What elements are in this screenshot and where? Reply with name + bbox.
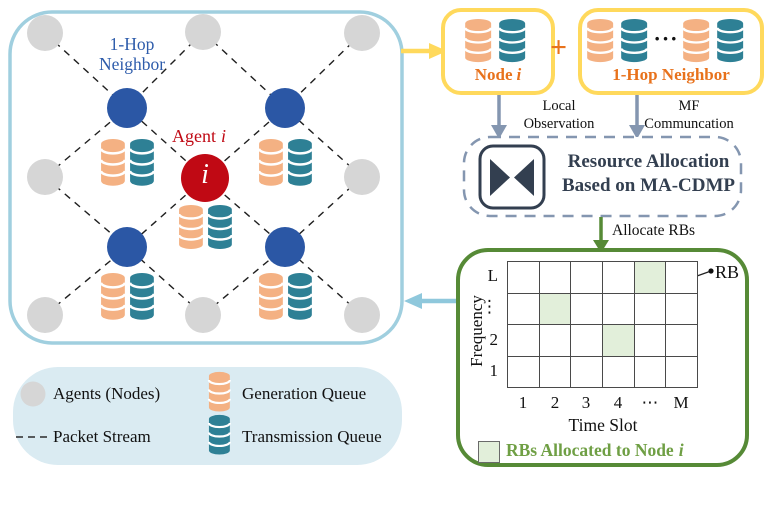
rb-cell — [539, 356, 572, 388]
time-tick-1: 1 — [518, 393, 528, 412]
neighbor-box-ellipsis: ··· — [653, 26, 679, 51]
rb-cell — [508, 325, 540, 357]
legend-transmission-queue-label: Transmission Queue — [242, 427, 382, 446]
local-observation-label: Local Observation — [523, 98, 595, 132]
rb-callout-label: RB — [715, 262, 740, 282]
freq-tick-1: 1 — [489, 361, 499, 380]
rb-cell — [539, 262, 572, 294]
rb-cell — [571, 262, 603, 294]
one-hop-neighbor-box-label: 1-Hop Neighbor — [612, 65, 730, 84]
mf-communication-label: MF Communcation — [644, 98, 734, 132]
rb-cell — [539, 293, 572, 325]
rb-grid — [507, 261, 698, 388]
rb-cell — [571, 325, 603, 357]
freq-tick-2: 2 — [489, 330, 499, 349]
legend-panel — [13, 367, 402, 465]
plus-sign: + — [550, 31, 568, 64]
rb-cell — [634, 262, 667, 294]
ra-box-title-line2: Based on MA-CDMP — [561, 175, 736, 196]
agent-i-label-prefix: Agent — [172, 126, 216, 146]
rb-cell — [602, 325, 635, 357]
ra-box-title-line1: Resource Allocation — [567, 151, 730, 172]
one-hop-neighbor-label: 1-Hop Neighbor — [98, 34, 166, 74]
gray-agent-nodes — [27, 14, 380, 333]
rb-cell — [571, 293, 603, 325]
rb-legend-swatch — [478, 441, 500, 463]
rb-cell — [602, 356, 635, 388]
legend-transmission-queue-icon — [207, 413, 231, 456]
rb-cell — [508, 293, 540, 325]
feedback-arrow — [404, 293, 456, 309]
agent-i-node — [181, 154, 229, 202]
rb-cell — [666, 356, 698, 388]
rb-legend-prefix: RBs Allocated to Node — [506, 440, 674, 460]
time-tick-M: M — [673, 393, 689, 412]
rb-cell — [634, 325, 667, 357]
time-tick-dots: ⋯ — [641, 393, 659, 413]
time-slot-axis-label: Time Slot — [568, 415, 638, 435]
legend-generation-queue-label: Generation Queue — [242, 384, 367, 403]
rb-cell — [634, 356, 667, 388]
legend-agents-label: Agents (Nodes) — [53, 384, 161, 403]
rb-cell — [666, 293, 698, 325]
panel-to-node-arrow — [401, 43, 447, 59]
agent-i-node-symbol: i — [201, 159, 209, 190]
rb-cell — [571, 356, 603, 388]
time-tick-2: 2 — [550, 393, 560, 412]
rb-cell — [602, 262, 635, 294]
allocate-rbs-label: Allocate RBs — [612, 222, 696, 239]
legend-generation-queue-icon — [207, 370, 231, 413]
legend-packet-stream-label: Packet Stream — [53, 427, 151, 446]
legend-agent-circle — [20, 381, 46, 407]
mf-communication-arrow — [629, 95, 645, 139]
ra-model-icon — [478, 144, 546, 210]
neighbor-nodes — [107, 88, 305, 267]
time-tick-3: 3 — [581, 393, 591, 412]
rb-cell — [666, 262, 698, 294]
rb-cell — [634, 293, 667, 325]
rb-cell — [539, 325, 572, 357]
node-box-label-prefix: Node — [474, 65, 513, 84]
rb-cell — [508, 356, 540, 388]
node-box-label-symbol: i — [516, 65, 522, 84]
rb-legend-symbol: i — [678, 440, 684, 460]
rb-cell — [508, 262, 540, 294]
freq-tick-L: L — [487, 266, 498, 285]
rb-cell — [666, 325, 698, 357]
time-tick-4: 4 — [613, 393, 623, 412]
allocate-rbs-arrow — [593, 217, 609, 253]
freq-tick-dots: ⋮ — [481, 297, 498, 317]
agent-i-label-symbol: i — [221, 126, 227, 146]
rb-cell — [602, 293, 635, 325]
local-observation-arrow — [491, 95, 507, 139]
